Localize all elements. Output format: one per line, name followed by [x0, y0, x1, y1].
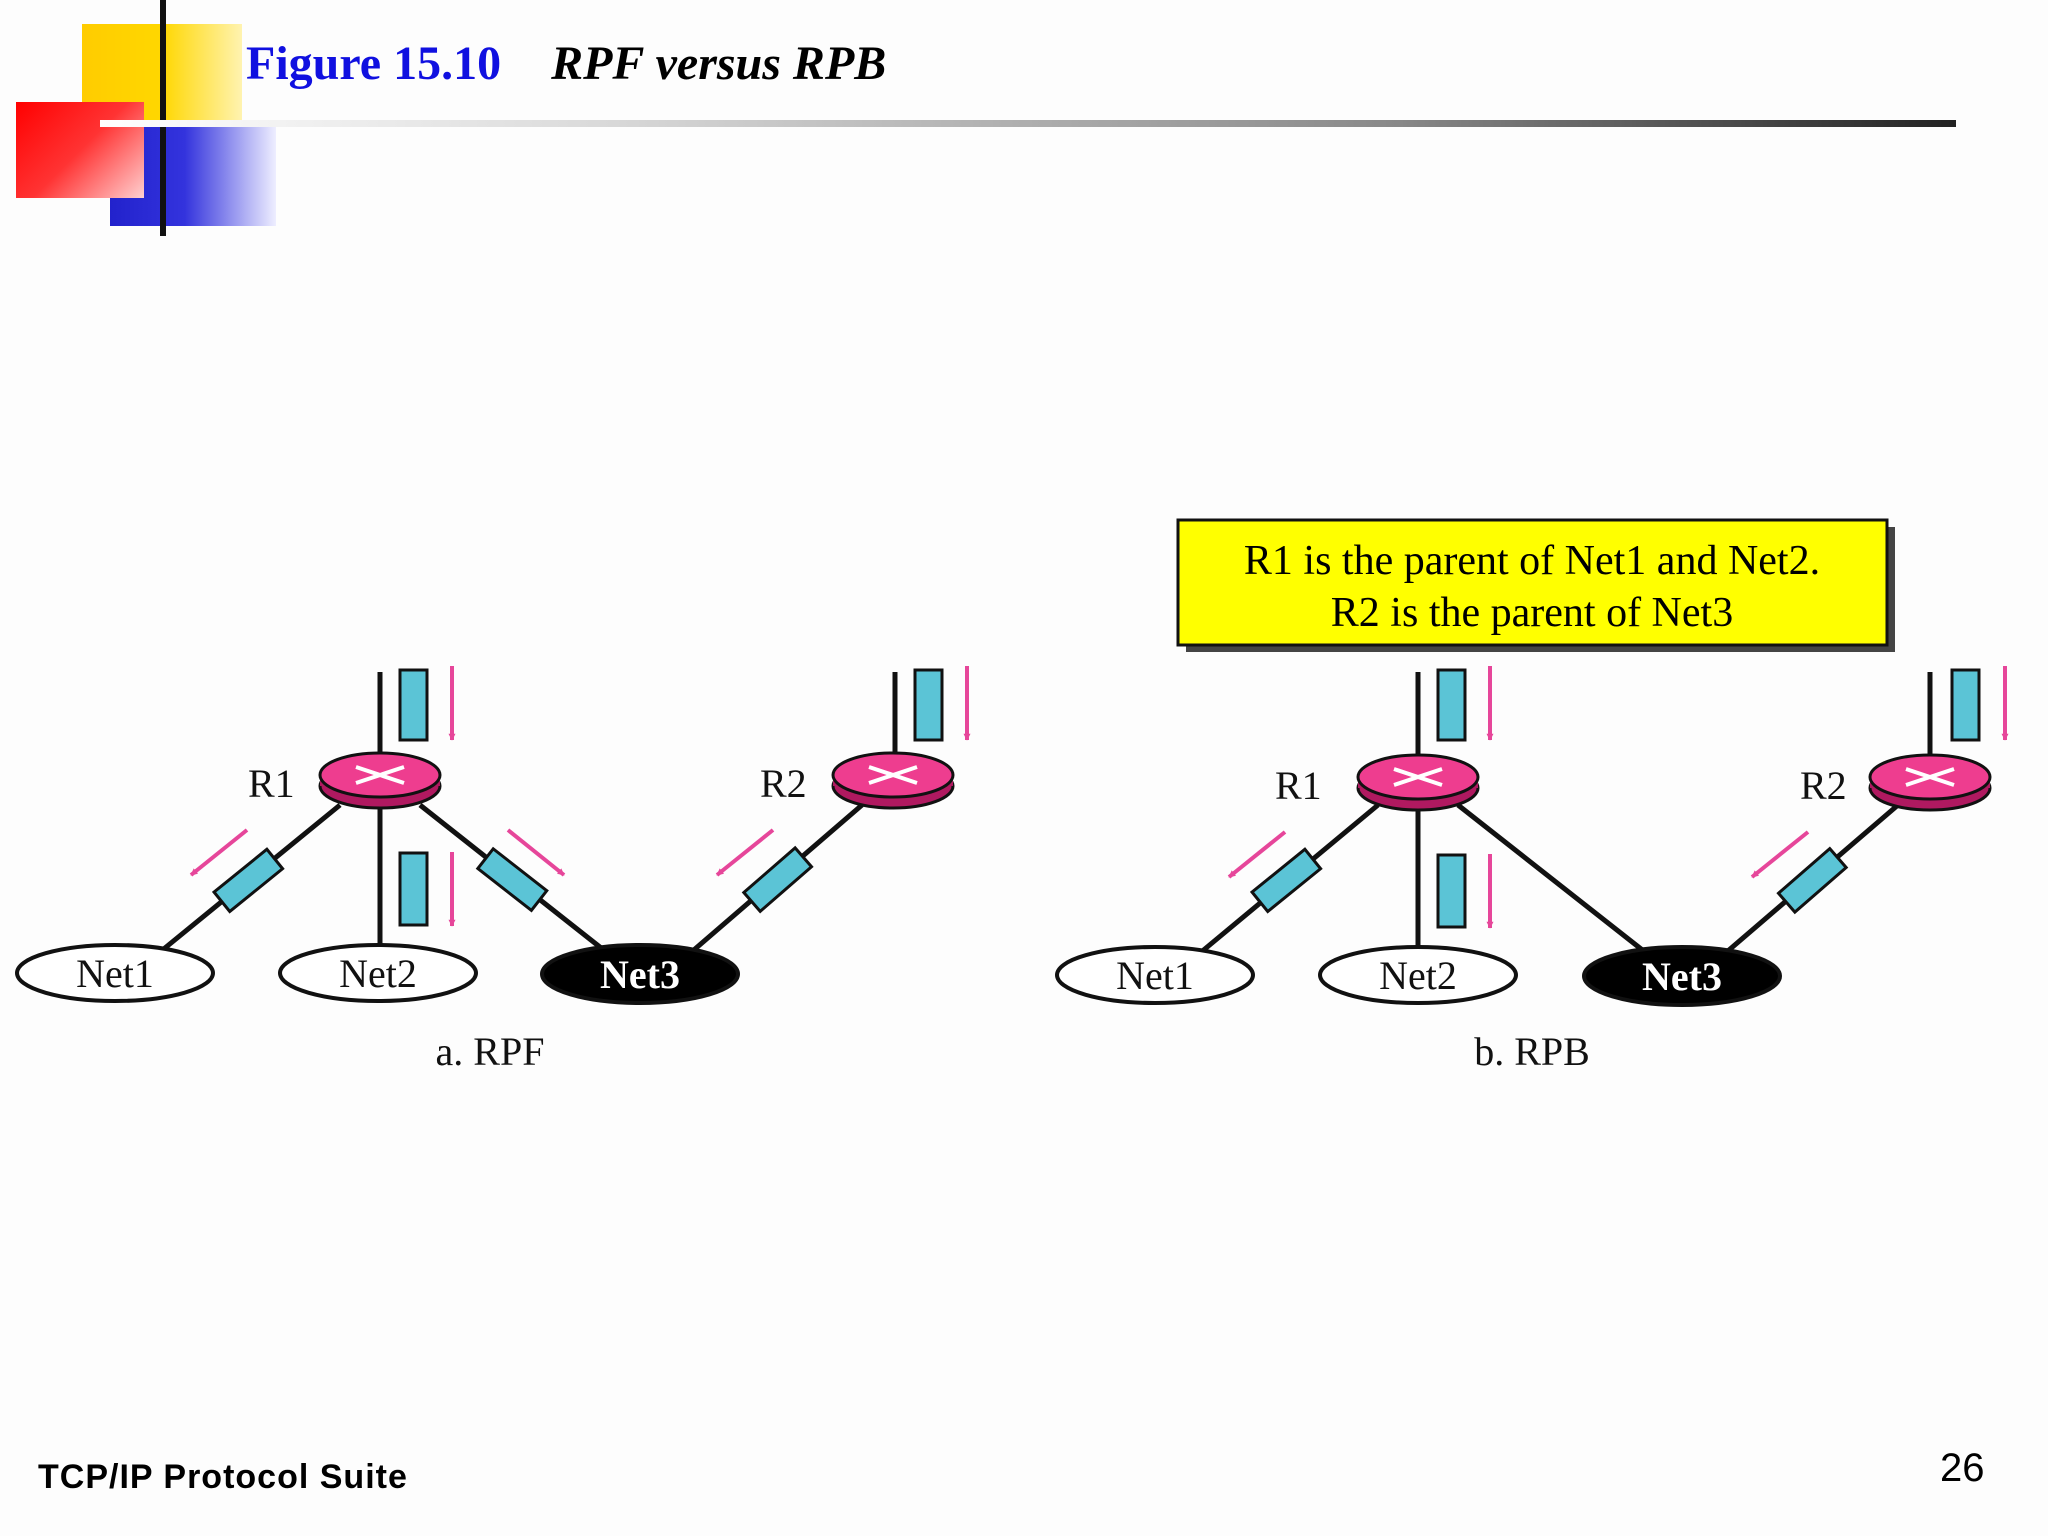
packet-icon: [475, 846, 549, 913]
footer-text: TCP/IP Protocol Suite: [38, 1458, 408, 1496]
net1-label: Net1: [1116, 953, 1194, 998]
router-r2-label: R2: [1800, 763, 1847, 808]
packet-icon: [398, 668, 429, 742]
panel-b-rpb: R1 is the parent of Net1 and Net2. R2 is…: [1055, 518, 2009, 1074]
router-r1-label: R1: [1275, 763, 1322, 808]
router-r1-icon: [1356, 753, 1480, 812]
page-title: Figure 15.10 RPF versus RPB: [246, 36, 886, 91]
red-square-decoration: [16, 102, 144, 198]
link-r1-net3: [1456, 803, 1652, 958]
router-r1-icon: [318, 751, 442, 810]
router-r1-label: R1: [248, 761, 295, 806]
title-rule: [100, 120, 1956, 127]
note-line-1: R1 is the parent of Net1 and Net2.: [1244, 538, 1820, 584]
parent-note-callout: R1 is the parent of Net1 and Net2. R2 is…: [1176, 518, 1895, 652]
net1-node: [1055, 945, 1255, 1005]
net2-label: Net2: [1379, 953, 1457, 998]
net1-node: [15, 943, 215, 1003]
panel-b-caption: b. RPB: [1474, 1029, 1590, 1074]
packet-icon: [1249, 847, 1323, 914]
net3-node: [1582, 945, 1782, 1007]
vertical-bar-decoration: [160, 0, 166, 236]
net1-label: Net1: [76, 951, 154, 996]
packet-icon: [1436, 853, 1467, 929]
router-r2-icon: [1868, 753, 1992, 812]
packet-icon: [913, 668, 944, 742]
packet-icon: [398, 851, 429, 927]
arrow-down-right-icon: [506, 828, 566, 877]
packet-icon: [741, 845, 814, 914]
net3-label: Net3: [600, 952, 680, 997]
figure-number: Figure 15.10: [246, 37, 502, 90]
arrow-down-left-icon: [1227, 830, 1287, 879]
router-r2-icon: [831, 751, 955, 810]
arrow-down-left-icon: [189, 828, 249, 877]
net2-label: Net2: [339, 951, 417, 996]
net2-node: [1318, 945, 1518, 1005]
page-number: 26: [1940, 1446, 1985, 1490]
packet-icon: [1950, 668, 1981, 742]
packet-icon: [211, 847, 285, 914]
arrow-down-left-icon: [715, 828, 775, 877]
figure-title: RPF versus RPB: [551, 37, 887, 90]
router-r2-label: R2: [760, 761, 807, 806]
net2-node: [278, 943, 478, 1003]
packet-icon: [1776, 846, 1849, 915]
net3-node: [540, 943, 740, 1005]
arrow-down-left-icon: [1750, 830, 1810, 879]
packet-icon: [1436, 668, 1467, 742]
panel-a-rpf: R1 R2 Net1 Net2 Net3 a. RPF: [15, 666, 971, 1074]
panel-a-caption: a. RPF: [436, 1029, 545, 1074]
note-line-2: R2 is the parent of Net3: [1331, 590, 1733, 636]
net3-label: Net3: [1642, 954, 1722, 999]
